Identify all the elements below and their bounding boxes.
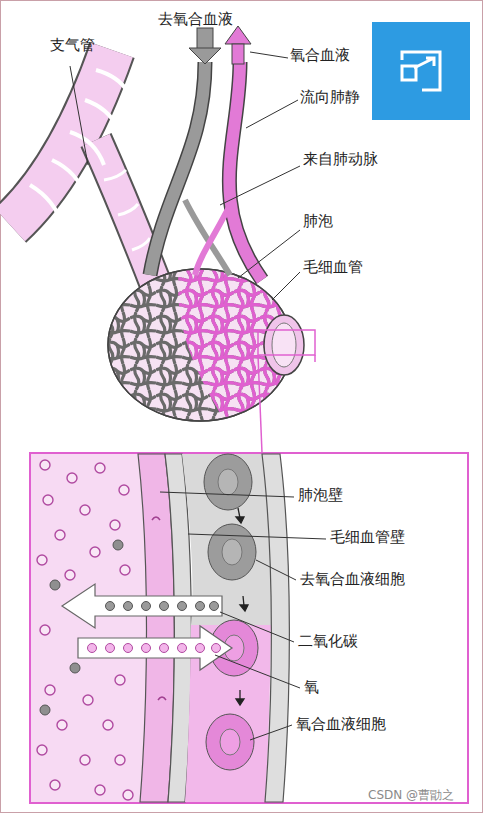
bronchus	[10, 50, 158, 290]
part-label: 氧	[304, 678, 319, 696]
part-label: 去氧合血液细胞	[300, 570, 405, 588]
part-label: 毛细血管壁	[330, 528, 405, 546]
part-label: 氧合血液细胞	[296, 715, 386, 733]
part-label: 肺泡	[303, 212, 333, 230]
part-label: 来自肺动脉	[303, 150, 378, 168]
expand-icon	[372, 22, 470, 120]
watermark: CSDN @曹勖之	[368, 788, 454, 802]
part-label: 支气管	[50, 36, 95, 54]
part-label: 肺泡壁	[298, 486, 343, 504]
flow-label: 流向肺静	[300, 88, 360, 106]
blood-vessels	[150, 26, 262, 280]
zoom-line	[258, 355, 262, 453]
part-label: 毛细血管	[303, 258, 363, 276]
inset-detail	[30, 453, 468, 803]
flow-label: 氧合血液	[290, 46, 350, 64]
part-label: 二氧化碳	[298, 632, 358, 650]
flow-label: 去氧合血液	[158, 10, 233, 28]
alveoli-cluster	[100, 260, 320, 430]
leader-lines	[70, 52, 300, 300]
